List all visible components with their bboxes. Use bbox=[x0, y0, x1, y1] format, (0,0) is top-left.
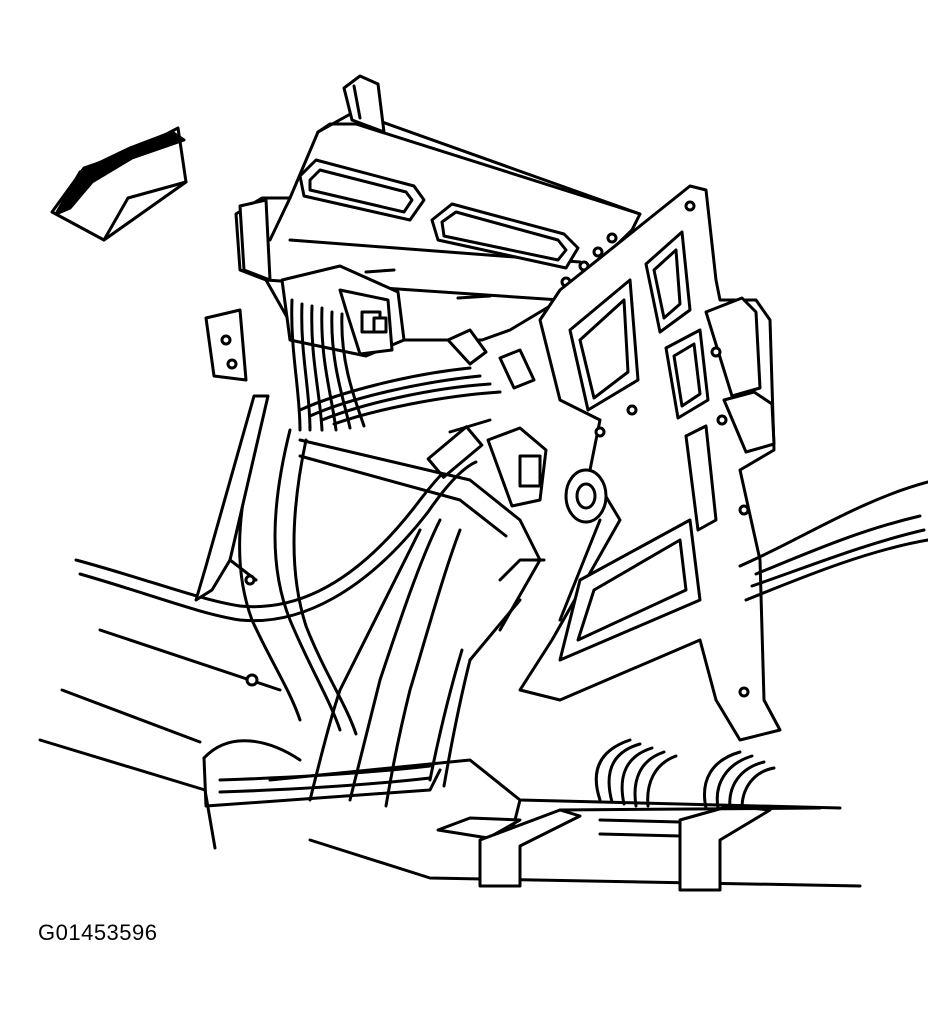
floor-wire-channel bbox=[436, 804, 822, 892]
wire-bundle-from-connector bbox=[290, 298, 502, 432]
floor-wire-bundle-right bbox=[703, 750, 776, 810]
floor-wire-bundle-left bbox=[594, 738, 682, 838]
center-support-frame bbox=[244, 438, 602, 687]
center-connectors bbox=[446, 328, 548, 508]
antenna-cable bbox=[74, 418, 492, 623]
left-support-post bbox=[194, 394, 270, 602]
mounting-bracket bbox=[518, 184, 782, 742]
figure-id-label: G01453596 bbox=[38, 920, 158, 945]
right-side-harness bbox=[738, 480, 928, 602]
forward-arrow-icon bbox=[50, 126, 188, 242]
